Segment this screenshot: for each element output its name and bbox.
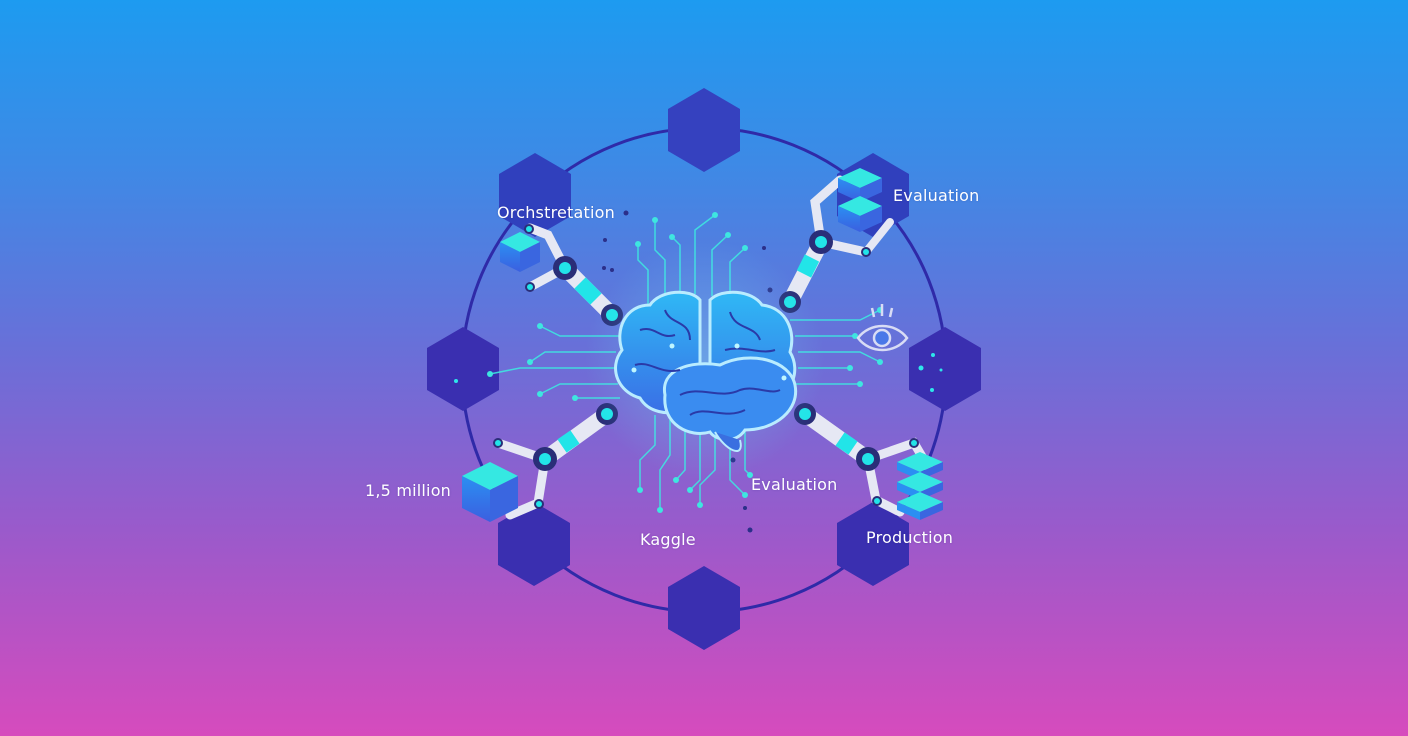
label-evaluation-center: Evaluation xyxy=(751,475,838,494)
hexagon-right xyxy=(909,327,981,411)
hexagon-bottom-right xyxy=(837,502,909,586)
label-kaggle: Kaggle xyxy=(640,530,696,549)
label-1-5-million: 1,5 million xyxy=(365,481,452,500)
hexagon-bottom-left xyxy=(498,502,570,586)
hexagon-left xyxy=(427,327,499,411)
cube-stack-top-right xyxy=(838,168,882,232)
brain-icon xyxy=(585,240,825,480)
hexagon-top-left xyxy=(499,153,571,237)
label-production: Production xyxy=(866,528,954,547)
label-evaluation-top: Evaluation xyxy=(893,186,980,205)
hexagon-bottom xyxy=(668,566,740,650)
eye-icon xyxy=(856,304,909,352)
hexagon-top xyxy=(668,88,740,172)
cube-stack-bottom-right xyxy=(897,452,943,520)
label-orchestration: Orchstretation xyxy=(497,203,615,222)
cube-icon-left xyxy=(462,462,518,522)
cube-icon-top-left xyxy=(500,232,540,272)
